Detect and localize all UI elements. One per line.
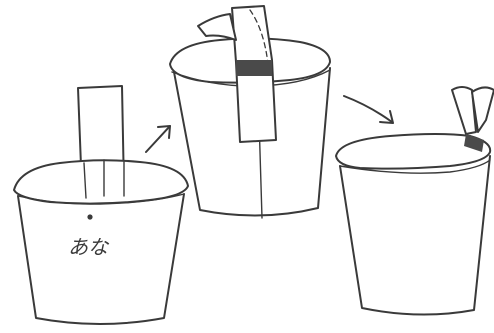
step-3-cup <box>335 86 494 316</box>
step-3-tape <box>464 134 484 152</box>
step-1-cup-body <box>17 193 185 325</box>
arrow-2 <box>343 95 394 124</box>
step-1-rim <box>13 159 189 205</box>
step-3-rim-inner <box>339 159 491 174</box>
step-1-cup: あな <box>13 85 189 325</box>
step-3-strap-flap <box>471 86 494 133</box>
step-2-cup <box>169 5 331 219</box>
step-3-strap <box>451 86 477 135</box>
step-3-cup-body <box>339 155 491 316</box>
step-1-hole-label: あな <box>68 235 110 259</box>
step-2-strap-flap <box>197 13 237 41</box>
step-3-rim <box>335 133 492 170</box>
step-2-fold-line <box>249 9 269 65</box>
step-1-strap-inner <box>83 159 125 199</box>
step-2-tape <box>236 60 272 76</box>
step-1-hole <box>87 214 93 220</box>
arrow-1 <box>145 125 171 153</box>
step-1-rim-inner <box>17 193 185 205</box>
